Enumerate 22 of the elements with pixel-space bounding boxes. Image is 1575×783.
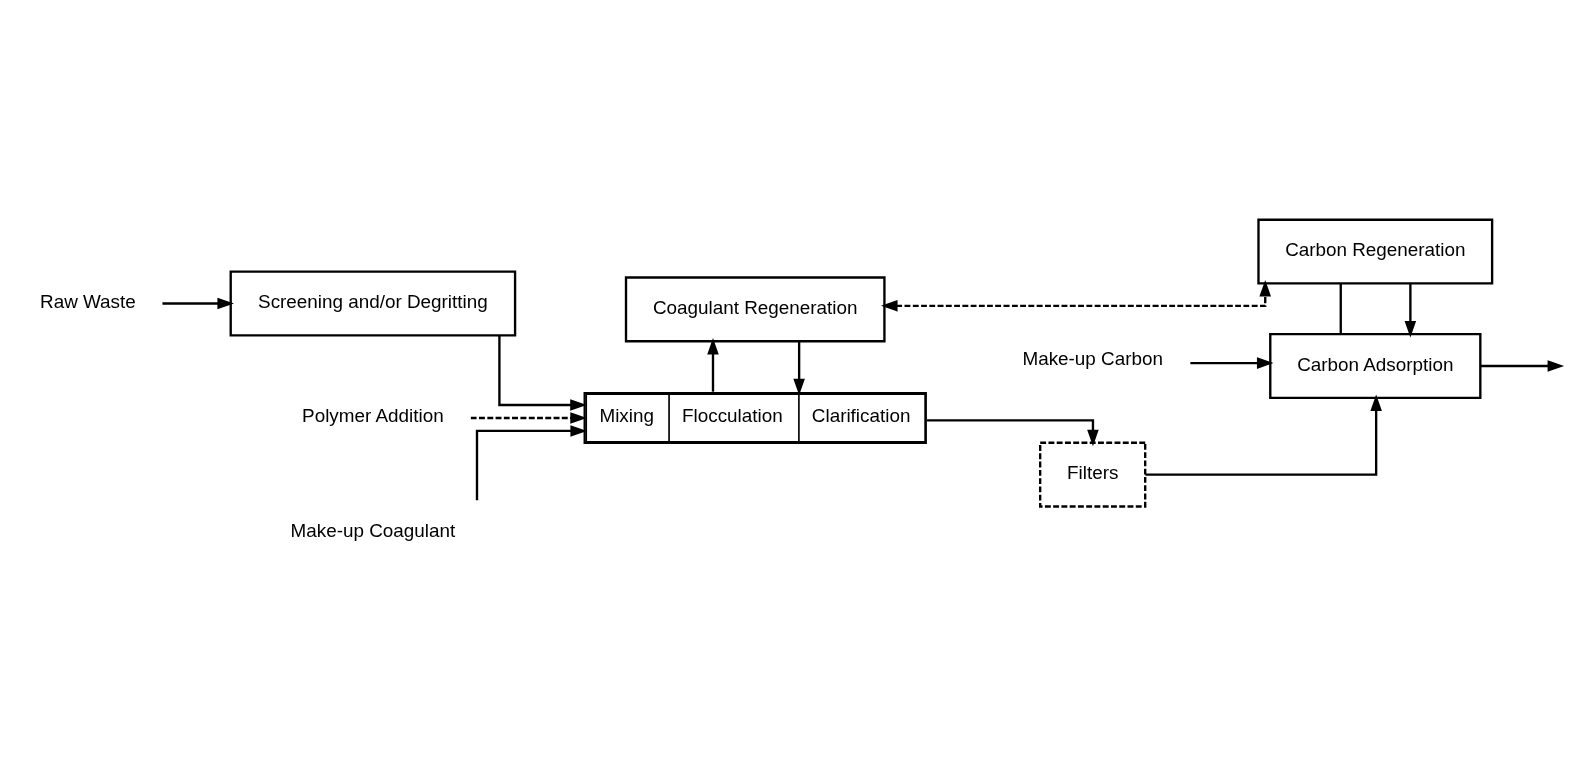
arrow — [927, 418, 1099, 446]
connector — [1339, 283, 1342, 334]
node-box: Screening and/or Degritting — [229, 269, 517, 337]
node-text: Polymer Addition — [302, 404, 444, 426]
node-box: Carbon Adsorption — [1269, 332, 1482, 399]
arrow — [1404, 282, 1417, 337]
node-text: Make-up Coagulant — [290, 519, 456, 541]
arrow — [1190, 356, 1274, 369]
arrow — [707, 337, 719, 392]
arrow — [475, 424, 587, 500]
arrow — [162, 297, 234, 309]
node-box: Coagulant Regeneration — [624, 275, 886, 342]
arrow — [881, 279, 1272, 312]
node-box: Carbon Regeneration — [1257, 218, 1494, 285]
arrow — [1480, 359, 1565, 372]
arrow — [498, 335, 587, 411]
node-text: Make-up Carbon — [1022, 347, 1163, 369]
arrow — [1145, 393, 1382, 476]
arrow — [470, 411, 587, 424]
node-box: Filters — [1039, 441, 1147, 508]
node-text: Raw Waste — [40, 290, 136, 312]
arrow — [793, 340, 805, 395]
